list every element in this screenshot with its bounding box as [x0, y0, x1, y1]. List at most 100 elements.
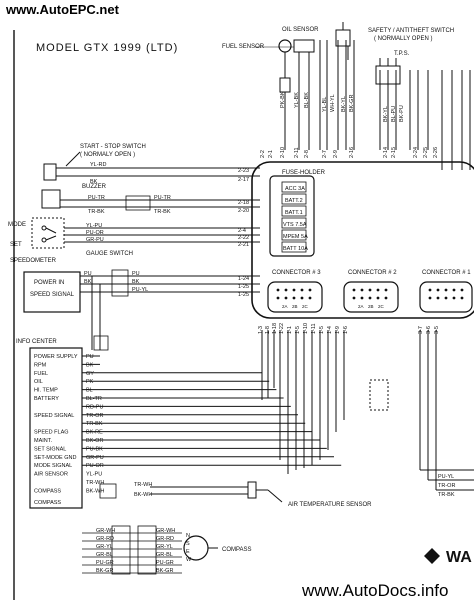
- info-center-row-label: HI. TEMP: [34, 388, 58, 394]
- mode-label: MODE: [8, 222, 26, 228]
- wire-color-label: GR-RD: [96, 536, 114, 542]
- pin-label: 2-18: [238, 200, 249, 206]
- wire-color-label: GR-PU: [86, 455, 104, 461]
- air-sensor-wire-label: BK-WH: [134, 492, 152, 498]
- wire-color-label: BL-PU: [391, 106, 397, 122]
- wire-color-label: RD-PU: [86, 404, 103, 410]
- fuse-label: BATT.2: [285, 198, 303, 204]
- wire-color-label: BL: [86, 388, 93, 394]
- wire-color-label: GR-BL: [156, 552, 173, 558]
- wire-color-label: GR-PU: [86, 237, 104, 243]
- bottom-right-text: WA: [446, 549, 472, 566]
- info-center-wires: PUBKGYPKBLBL-TRRD-PUTR-ORTR-BKBK-REBK-OR…: [86, 354, 104, 494]
- wire-color-label: GY: [86, 371, 94, 377]
- wire-color-label: BK-GR: [349, 95, 355, 112]
- pin-label: 1-1: [287, 326, 293, 334]
- fuse-label: BATT 10A: [283, 246, 308, 252]
- wire-color-label: TR-OR: [86, 413, 103, 419]
- fuse-labels: ACC 3A BATT.2 BATT.1 VTS 7.5A MPEM 5A BA…: [283, 186, 308, 252]
- speedometer-power-in: POWER IN: [34, 280, 64, 286]
- pin-label: 3-5: [434, 326, 440, 334]
- inline-connector: [369, 379, 389, 411]
- pin-label: 2-2: [260, 150, 266, 158]
- pin-label: 2-25: [423, 147, 429, 158]
- watermark-top[interactable]: www.AutoEPC.net: [6, 2, 119, 17]
- pin-label: 2-26: [433, 147, 439, 158]
- wire-color-label: WH-YL: [330, 94, 336, 112]
- wire-color-label: PU: [84, 271, 92, 277]
- wire-color-label: PU-GR: [96, 560, 114, 566]
- watermark-bottom[interactable]: www.AutoDocs.info: [302, 581, 449, 600]
- connector-1-label: CONNECTOR # 1: [422, 270, 471, 276]
- pin-label: 2-23: [238, 168, 249, 174]
- air-temperature-sensor: [99, 481, 283, 503]
- pin-label: 2-7: [322, 150, 328, 158]
- fuel-sensor-component: [293, 39, 315, 150]
- pin-label: 1-8: [265, 326, 271, 334]
- connector-pin-label: 2C: [378, 304, 385, 309]
- pin-label: 2-11: [294, 147, 300, 158]
- pin-label: 1-11: [311, 323, 317, 334]
- right-wire-color-labels: PU-YL TR-OR TR-BK: [438, 474, 455, 498]
- pin-label: 1-3: [258, 326, 264, 334]
- wire-color-label: YL-PU: [86, 223, 102, 229]
- wire-color-label: BK: [84, 279, 92, 285]
- compass-connector-b: [137, 525, 157, 575]
- wire-color-label: YL-RD: [90, 162, 107, 168]
- wire-color-label: TR-WH: [86, 480, 104, 486]
- tps-component: [375, 58, 401, 85]
- compass-sensor: [183, 535, 218, 561]
- top-wire-bundle: [319, 40, 429, 150]
- info-center-row-label: POWER SUPPLY: [34, 354, 78, 360]
- wire-color-label: BL-TR: [86, 396, 102, 402]
- gauge-switch-component: [31, 217, 65, 249]
- wire-color-label: BK-PU: [399, 105, 405, 122]
- wire-color-label: BK: [90, 179, 98, 185]
- connector-2-pin-labels: 2A 2B 2C: [358, 304, 385, 309]
- connector-3-pin-labels: 2A 2B 2C: [282, 304, 309, 309]
- fuse-holder-title: FUSE-HOLDER: [282, 170, 326, 176]
- compass-letters: N S E W: [186, 533, 192, 563]
- pin-label: 1-18: [272, 323, 278, 334]
- compass-letter: E: [186, 549, 190, 555]
- wire-color-label: PU-OR: [86, 230, 104, 236]
- pin-label: 2-21: [238, 242, 249, 248]
- pin-label: 1-10: [303, 323, 309, 334]
- top-wire-color-labels: PK-BK YL-BK BL-BK YL-BL WH-YL BK-YL BK-G…: [280, 91, 405, 122]
- connector-pin-label: 2A: [358, 304, 364, 309]
- pin-label: 2-9: [333, 150, 339, 158]
- info-center-connector: [93, 335, 109, 351]
- wire-color-label: GR-WH: [156, 528, 175, 534]
- pin-label: 1-9: [335, 326, 341, 334]
- safety-switch-component: [335, 22, 351, 60]
- info-center-row-label: RPM: [34, 362, 47, 368]
- info-center-row-label: SPEED SIGNAL: [34, 413, 74, 419]
- wire-color-label: PU-TR: [154, 195, 171, 201]
- info-center-row-label: MAINT.: [34, 438, 53, 444]
- buzzer-component: [41, 189, 61, 209]
- compass-output-label: COMPASS: [222, 547, 252, 553]
- tps-label: T.P.S.: [394, 51, 410, 57]
- pin-label: 2-4: [238, 228, 246, 234]
- wire-color-label: PU: [86, 354, 94, 360]
- compass-connector-a: [111, 525, 131, 575]
- buzzer-label: BUZZER: [82, 184, 107, 190]
- wire-color-label: GR-YL: [96, 544, 113, 550]
- air-sensor-wire-label: TR-WH: [134, 482, 152, 488]
- wire-color-label: BK: [132, 279, 140, 285]
- start-stop-label: START - STOP SWITCH: [80, 144, 146, 150]
- info-center-row-label: AIR SENSOR: [34, 472, 68, 478]
- pin-label: 1-22: [279, 323, 285, 334]
- wire-color-label: TR-BK: [438, 492, 455, 498]
- gauge-switch-label: GAUGE SWITCH: [86, 251, 133, 257]
- mpem-module-outline: [251, 161, 474, 319]
- wire-color-label: GR-RD: [156, 536, 174, 542]
- wire-color-label: TR-BK: [154, 209, 171, 215]
- pin-label: 2-14: [383, 147, 389, 158]
- fuse-holder: [269, 175, 315, 257]
- start-stop-switch: [43, 163, 62, 181]
- connector-pin-label: 2C: [302, 304, 309, 309]
- wire-color-label: BK-WH: [86, 488, 104, 494]
